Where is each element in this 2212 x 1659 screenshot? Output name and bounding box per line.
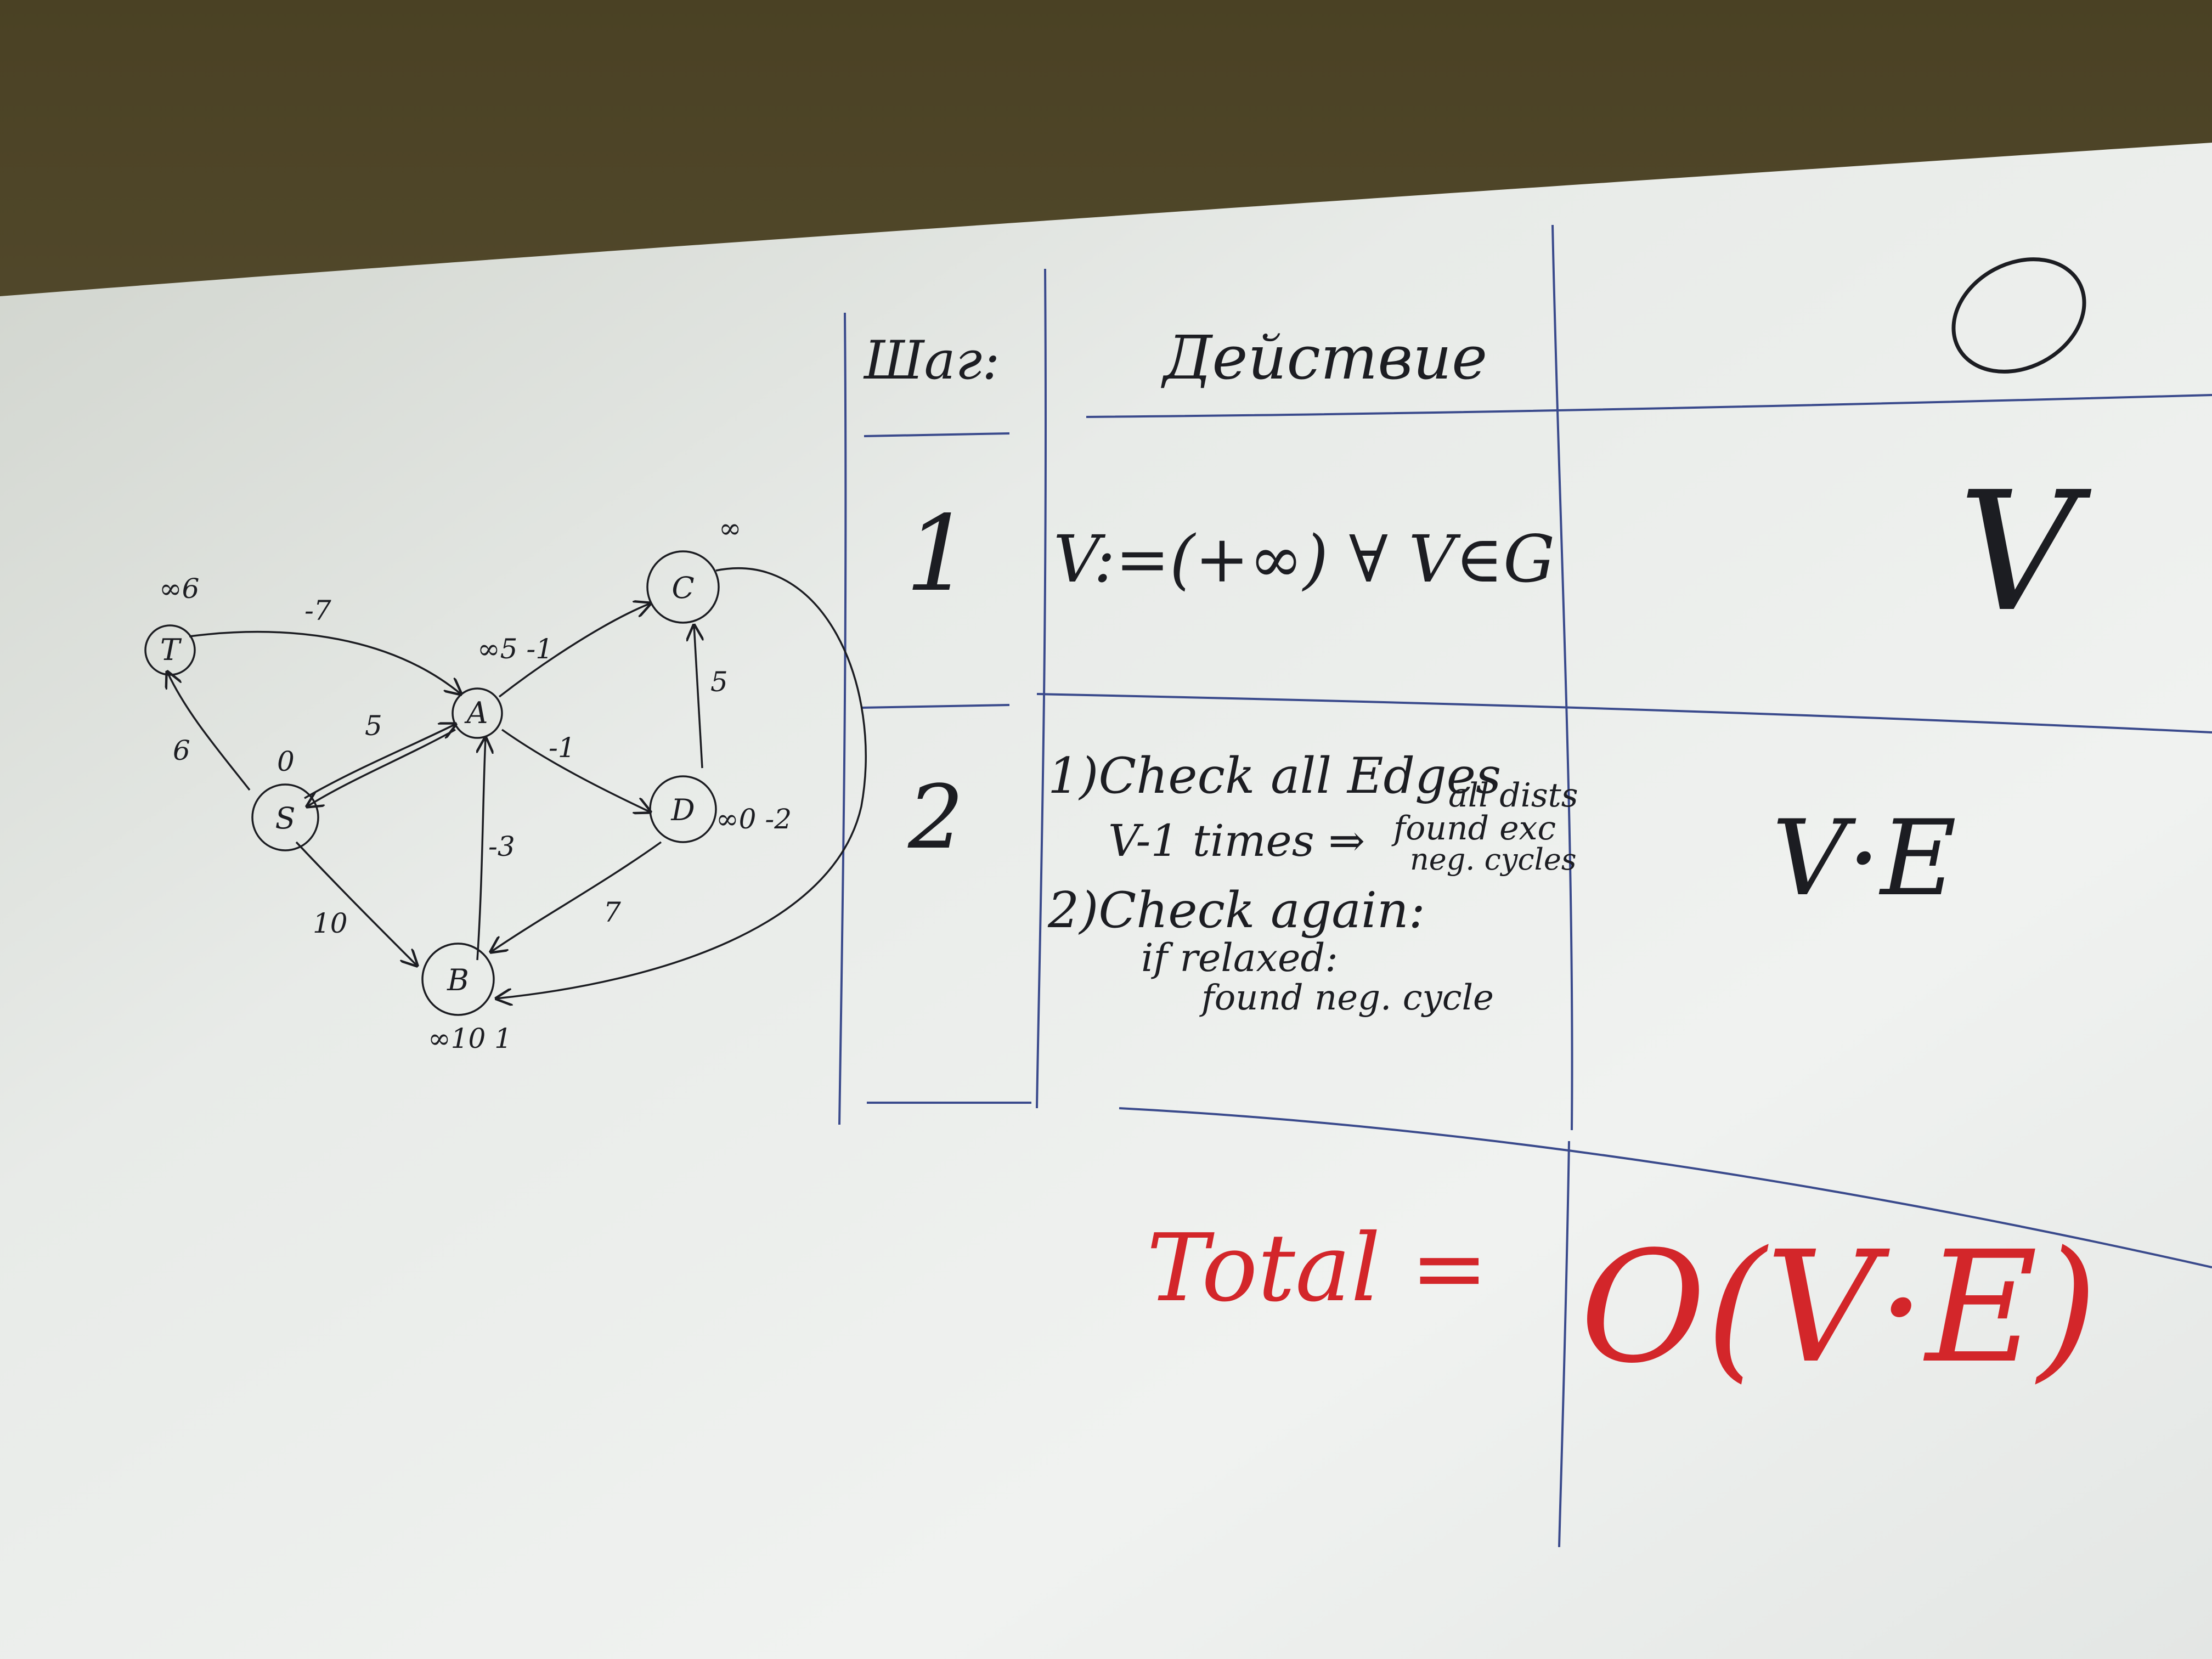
total-value: O(V·E) xyxy=(1580,1218,2098,1397)
node-s-circle xyxy=(251,783,319,851)
edge-c-b xyxy=(496,567,867,998)
row2-action-line2: V-1 times ⇒ xyxy=(1108,815,1365,866)
graph-node-values: ∞6 0 ∞5 -1 ∞ ∞0 -2 ∞10 1 xyxy=(159,512,792,1054)
header-complexity-o xyxy=(1951,257,2086,374)
node-c-circle xyxy=(646,550,720,624)
node-b-label: B xyxy=(447,963,469,997)
node-t-label: T xyxy=(160,633,182,667)
edge-s-a-weight: 5 xyxy=(365,710,382,742)
table-header: Шаг: Действие xyxy=(863,323,1487,393)
row2-action-note2: found exc xyxy=(1391,809,1556,848)
row2-action-line1: 1)Check all Edges xyxy=(1048,747,1501,805)
edge-b-a xyxy=(477,738,486,961)
table-rule-header xyxy=(1086,394,2212,418)
edge-d-c-weight: 5 xyxy=(710,666,728,698)
table-row-2: 2 1)Check all Edges V-1 times ⇒ all dist… xyxy=(907,747,1956,1018)
header-step: Шаг: xyxy=(863,330,1000,391)
node-a-label: A xyxy=(464,696,488,730)
row1-step: 1 xyxy=(905,493,972,614)
edge-a-d xyxy=(501,729,650,812)
table-grid xyxy=(838,224,2212,1548)
header-action: Действие xyxy=(1161,323,1487,393)
node-t-circle xyxy=(144,624,196,676)
node-s-value: 0 xyxy=(277,746,295,777)
total-section: Total = O(V·E) xyxy=(1147,1214,2098,1397)
node-b-value: ∞10 1 xyxy=(428,1023,512,1054)
node-c-value: ∞ xyxy=(719,512,742,544)
row2-complexity: V·E xyxy=(1772,798,1956,919)
table-line-left xyxy=(838,312,847,1125)
table-line-right-lower xyxy=(1558,1141,1570,1548)
table-rule-row1 xyxy=(1036,693,2212,733)
edge-t-a-weight: -7 xyxy=(304,595,331,627)
edge-d-b-weight: 7 xyxy=(603,896,621,928)
whiteboard-surface xyxy=(0,143,2212,1659)
node-b-circle xyxy=(421,943,495,1016)
node-d-value: ∞0 -2 xyxy=(716,803,792,835)
edge-a-d-weight: -1 xyxy=(549,732,575,764)
node-a-value: ∞5 -1 xyxy=(477,633,553,665)
graph-node-labels: T S A C D B xyxy=(160,571,695,997)
table-line-right xyxy=(1551,224,1573,1131)
table-row-1: 1 V:=(+∞) ∀ V∈G V xyxy=(905,456,2092,648)
row2-action-line5: found neg. cycle xyxy=(1199,978,1494,1018)
row2-action-line4: if relaxed: xyxy=(1141,935,1338,980)
node-c-label: C xyxy=(672,571,694,605)
edge-a-s xyxy=(307,729,456,806)
edge-d-b xyxy=(491,841,662,952)
row2-step: 2 xyxy=(907,766,964,868)
edge-b-a-weight: -3 xyxy=(488,831,515,862)
row2-action-note3: neg. cycles xyxy=(1410,842,1577,877)
node-a-circle xyxy=(452,687,503,739)
edge-s-b xyxy=(295,841,417,966)
node-t-value: ∞6 xyxy=(159,573,199,605)
graph-edge-weights: -7 6 5 10 -1 5 -3 7 xyxy=(173,595,728,939)
edge-d-c xyxy=(694,625,702,769)
edge-t-a xyxy=(189,631,461,694)
edge-s-t-weight: 6 xyxy=(173,735,190,766)
row2-action-line3: 2)Check again: xyxy=(1047,882,1425,939)
edge-s-b-weight: 10 xyxy=(313,907,348,939)
edge-a-c xyxy=(498,603,650,698)
row1-complexity: V xyxy=(1959,456,2092,648)
edge-s-t xyxy=(167,672,251,791)
table-rule-row2 xyxy=(1119,1107,2212,1268)
node-s-label: S xyxy=(275,801,296,836)
row1-action: V:=(+∞) ∀ V∈G xyxy=(1053,521,1555,597)
table-rule-header-left xyxy=(864,432,1010,437)
node-d-label: D xyxy=(670,793,695,827)
graph-nodes xyxy=(144,550,720,1016)
graph-edges xyxy=(167,567,867,998)
table-line-mid xyxy=(1036,268,1047,1109)
node-d-circle xyxy=(649,775,717,843)
row2-action-note1: all dists xyxy=(1448,776,1578,815)
edge-s-a xyxy=(304,724,455,799)
table-rule-row1-left xyxy=(861,704,1010,709)
total-label: Total = xyxy=(1147,1214,1488,1323)
